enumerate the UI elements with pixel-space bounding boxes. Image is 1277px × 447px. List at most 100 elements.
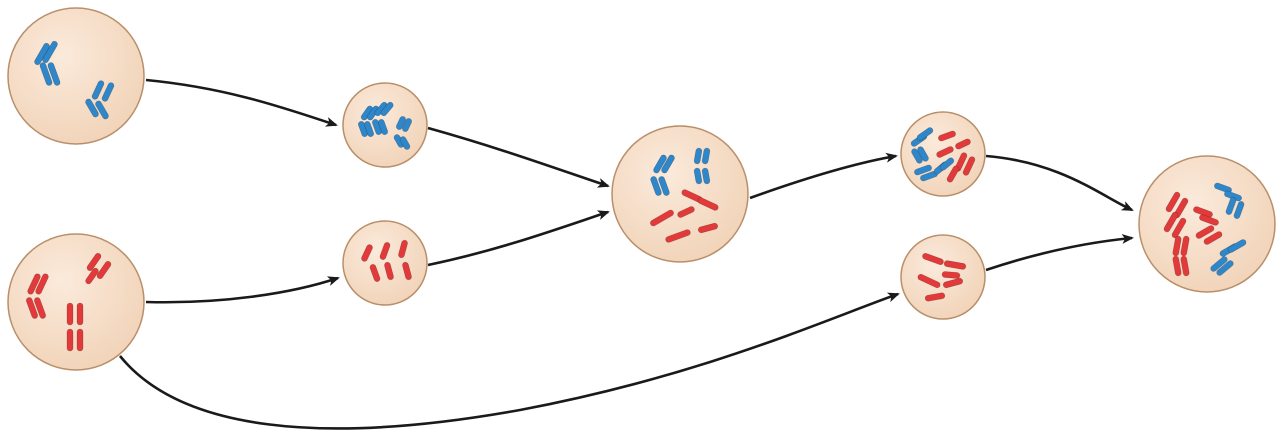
arrow-red-parent-to-red-gamete [145,276,340,304]
arrow-hybrid-to-hybrid-doubled [749,152,898,200]
red-chromosome [402,261,412,281]
red-chromosome [361,244,373,262]
blue-chromosome [658,176,670,196]
blue-chromosome [380,101,394,117]
red-chromosome [936,146,954,158]
red-chromosome [1180,255,1190,277]
red-chromosome [924,292,946,302]
blue-chromosome [661,154,675,174]
red-chromosome [1199,214,1219,226]
red-chromosome [962,156,976,176]
blue-chromosome [39,62,53,86]
red-chromosome [76,328,84,352]
blue-chromosome [917,146,929,162]
red-chromosome [85,267,99,285]
cells-layer [7,7,1276,371]
cell-hybrid [611,125,749,263]
blue-chromosome [916,127,934,141]
blue-chromosome [693,147,703,165]
arrow-red-gamete-to-hybrid [427,210,610,267]
red-chromosome [697,222,719,234]
red-chromosome [398,239,408,259]
arrows-layer [118,78,1134,430]
arrow-red-parent-to-red-gamete-2 [118,292,900,430]
blue-chromosome [91,80,105,100]
blue-chromosome [1233,201,1245,219]
red-chromosome [86,252,102,272]
blue-chromosome [363,121,375,137]
blue-chromosome [399,136,411,150]
red-chromosome [677,206,695,218]
blue-chromosome [377,119,389,135]
arrow-blue-parent-to-blue-doubled [145,78,338,127]
red-chromosome [96,260,112,280]
cell-membrane [900,234,986,320]
blue-chromosome [693,167,703,185]
cell-membrane [1138,155,1276,293]
cell-blue-doubled [342,82,428,168]
blue-chromosome [701,167,711,185]
red-chromosome [1195,225,1215,239]
cell-final [1138,155,1276,293]
red-chromosome [66,302,74,326]
blue-chromosome [396,116,406,130]
blue-chromosome [1216,260,1234,276]
red-chromosome [942,277,964,289]
blue-chromosome [1227,239,1247,253]
blue-chromosome [42,40,58,64]
red-chromosome [1180,235,1190,257]
red-chromosome [369,264,381,282]
red-chromosome [66,328,74,352]
blue-chromosome [402,118,412,132]
red-chromosome [1163,211,1179,233]
red-chromosome [941,271,961,279]
red-chromosome [1172,255,1182,277]
blue-chromosome [47,62,61,86]
blue-chromosome [101,82,115,102]
arrow-blue-doubled-to-hybrid [427,126,610,188]
cell-red-parent [7,233,145,371]
blue-chromosome [911,148,923,164]
red-chromosome [1165,191,1181,213]
cell-red-gamete-2 [900,234,986,320]
cell-membrane [7,233,145,371]
red-chromosome [917,273,941,289]
blue-chromosome [701,147,711,165]
red-chromosome [27,273,41,295]
blue-chromosome [85,98,99,118]
cell-hybrid-doubled [900,111,986,197]
blue-chromosome [939,157,955,171]
red-chromosome [938,130,956,142]
red-chromosome [665,229,691,243]
blue-chromosome [1225,197,1237,215]
arrow-hybrid-doubled-to-final [985,154,1134,212]
red-chromosome [379,242,391,260]
blue-chromosome [650,176,662,196]
red-chromosome [943,260,967,270]
red-chromosome [76,302,84,326]
blue-chromosome [1210,256,1228,272]
red-chromosome [25,297,39,319]
cell-membrane [7,7,145,145]
cell-membrane [611,125,749,263]
red-chromosome [1172,235,1182,257]
red-chromosome [35,273,49,295]
cell-blue-parent [7,7,145,145]
red-chromosome [650,209,674,227]
blue-chromosome [914,164,932,176]
red-chromosome [33,297,47,319]
red-chromosome [1203,231,1223,245]
red-chromosome [384,261,394,281]
red-chromosome [955,138,971,150]
arrow-red-gamete-2-to-final [985,233,1134,272]
cell-red-gamete [342,220,428,306]
blue-chromosome [653,154,667,174]
blue-chromosome [1214,182,1232,194]
red-chromosome [946,165,960,183]
blue-chromosome [95,100,109,120]
red-chromosome [1171,217,1187,239]
red-chromosome [922,252,944,266]
red-chromosome [697,197,719,211]
